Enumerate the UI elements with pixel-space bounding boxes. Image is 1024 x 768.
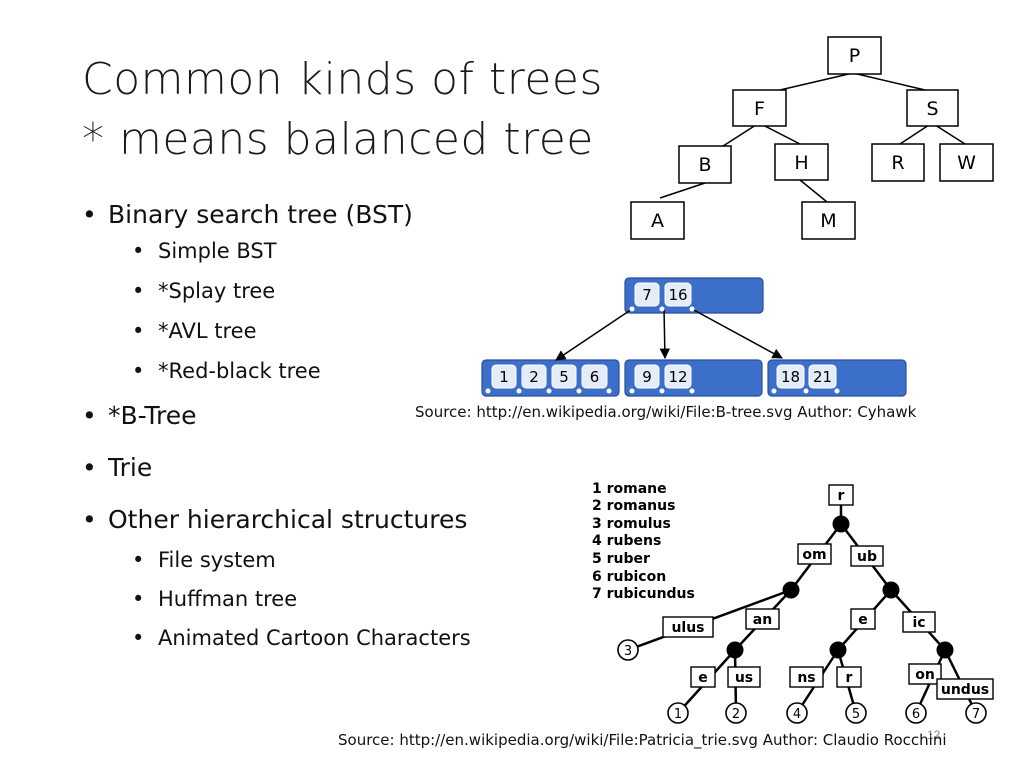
btree-key: 1 <box>499 368 509 386</box>
trie-word: 2 romanus <box>592 498 675 514</box>
trie-word: 4 rubens <box>592 533 661 549</box>
bullet-other-structures: Other hierarchical structures <box>82 505 471 535</box>
bst-node-r <box>871 143 925 182</box>
bst-label-h: H <box>794 152 808 174</box>
sub-bullet-cartoon-characters: Animated Cartoon Characters <box>82 625 471 651</box>
sub-bullet-simple-bst: Simple BST <box>82 238 471 264</box>
slide-title: Common kinds of trees * means balanced t… <box>82 50 682 170</box>
trie-edge-label: e <box>698 670 708 686</box>
trie-word: 1 romane <box>592 481 667 497</box>
bst-node-b <box>678 145 732 184</box>
bullet-b-tree: *B-Tree <box>82 401 471 431</box>
bst-label-a: A <box>651 210 664 232</box>
trie-edge-label: ulus <box>671 620 704 636</box>
btree-key: 16 <box>668 286 687 304</box>
trie-word: 6 rubicon <box>592 569 666 585</box>
trie-leaf-number: 5 <box>852 707 860 722</box>
title-line-1: Common kinds of trees <box>82 54 603 105</box>
sub-bullet-splay-tree: *Splay tree <box>82 278 471 304</box>
sub-bullet-file-system: File system <box>82 547 471 573</box>
bst-label-r: R <box>891 152 904 174</box>
trie-edge-label: undus <box>941 682 989 698</box>
bst-label-f: F <box>754 98 765 120</box>
bst-node-h <box>774 143 829 181</box>
btree-key: 21 <box>813 368 832 386</box>
bst-label-b: B <box>698 154 711 176</box>
btree-key: 12 <box>668 368 687 386</box>
bst-diagram: P F S B H R W A M <box>630 36 994 240</box>
trie-edge-label: us <box>735 670 753 686</box>
bst-label-w: W <box>957 152 976 174</box>
trie-leaf-number: 2 <box>732 707 740 722</box>
btree-key: 5 <box>559 368 569 386</box>
trie-edge-label: on <box>915 667 935 683</box>
trie-source-caption: Source: http://en.wikipedia.org/wiki/Fil… <box>338 731 947 749</box>
btree-key: 7 <box>642 286 652 304</box>
trie-edge-label: ic <box>912 615 925 631</box>
trie-edge-label: ns <box>797 670 815 686</box>
trie-leaf-number: 1 <box>674 707 682 722</box>
sub-bullet-avl-tree: *AVL tree <box>82 318 471 344</box>
bullet-bst: Binary search tree (BST) <box>82 200 471 230</box>
trie-word: 7 rubicundus <box>592 586 695 602</box>
bst-node-f <box>732 89 787 127</box>
page-number: 12 <box>927 728 941 742</box>
btree-source-caption: Source: http://en.wikipedia.org/wiki/Fil… <box>415 403 917 421</box>
title-line-2: * means balanced tree <box>82 114 594 165</box>
trie-leaf-number: 3 <box>624 644 632 659</box>
bst-label-m: M <box>820 210 836 232</box>
bst-node-a <box>630 201 685 240</box>
bst-node-p <box>827 36 882 75</box>
bst-label-p: P <box>849 45 860 67</box>
btree-key: 2 <box>529 368 539 386</box>
sub-bullet-red-black-tree: *Red-black tree <box>82 358 471 384</box>
bullet-trie: Trie <box>82 453 471 483</box>
bst-node-s <box>906 89 959 127</box>
trie-edge-label: r <box>838 488 845 504</box>
btree-key: 9 <box>642 368 652 386</box>
trie-word: 3 romulus <box>592 516 671 532</box>
btree-key: 6 <box>590 368 600 386</box>
trie-diagram: 1 romane 2 romanus 3 romulus 4 rubens 5 … <box>592 481 994 724</box>
trie-edge-label: e <box>858 612 868 628</box>
trie-edge-label: om <box>802 547 826 563</box>
trie-leaf-number: 7 <box>972 707 980 722</box>
trie-leaf-number: 6 <box>912 707 920 722</box>
trie-edge-label: ub <box>857 549 877 565</box>
trie-leaf-number: 4 <box>793 707 801 722</box>
bst-node-w <box>939 143 994 182</box>
trie-edge-label: an <box>753 612 772 628</box>
trie-word: 5 ruber <box>592 551 650 567</box>
btree-diagram: 7 16 1 2 5 6 9 12 18 21 <box>481 277 907 397</box>
bst-node-m <box>801 201 856 240</box>
btree-key: 18 <box>781 368 800 386</box>
bullet-list: Binary search tree (BST) Simple BST *Spl… <box>82 200 471 651</box>
trie-edge-label: r <box>846 670 853 686</box>
sub-bullet-huffman-tree: Huffman tree <box>82 586 471 612</box>
btree-root-node <box>624 277 764 314</box>
bst-label-s: S <box>926 98 938 120</box>
